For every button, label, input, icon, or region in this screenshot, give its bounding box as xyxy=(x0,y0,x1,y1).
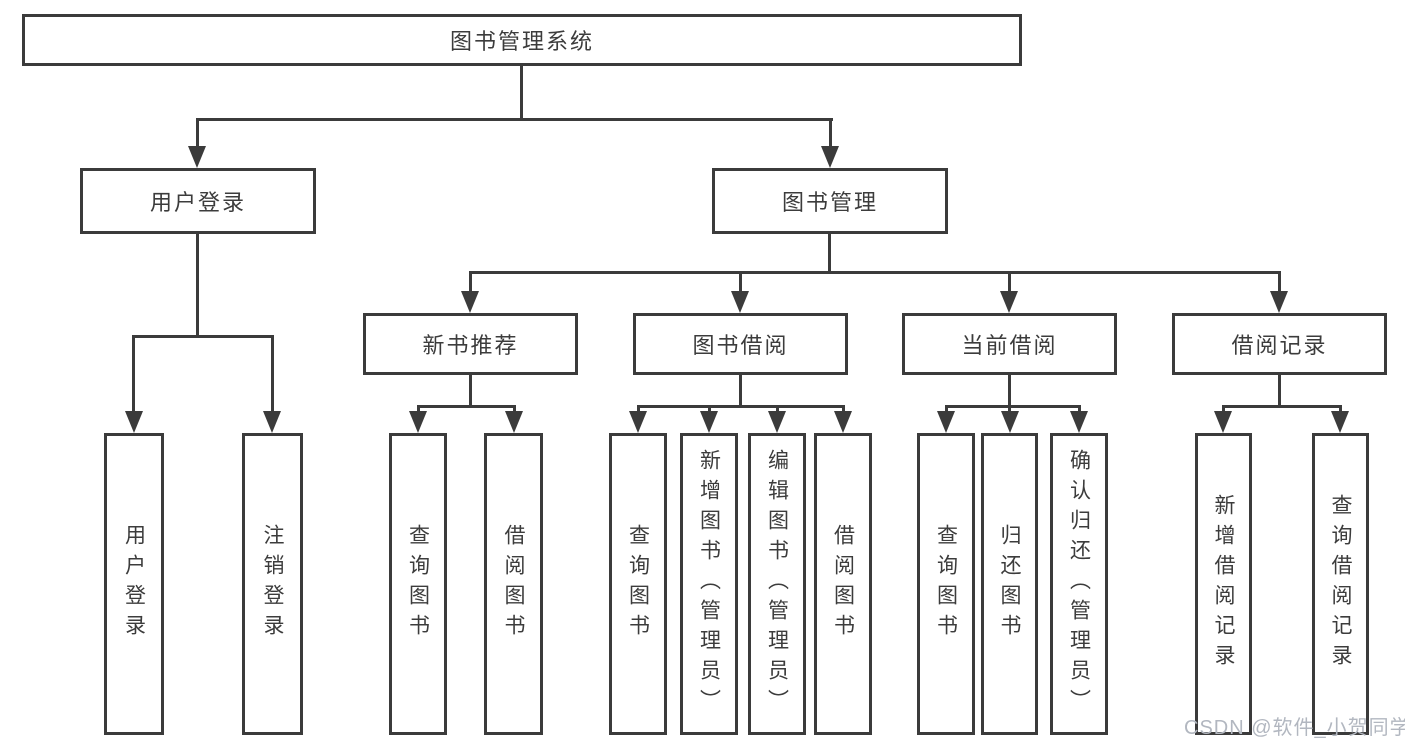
arrow-down-icon xyxy=(731,291,749,313)
node-leaf-logout: 注销登录 xyxy=(242,433,303,735)
connector-to-current-query xyxy=(945,405,948,413)
arrow-down-icon xyxy=(1214,411,1232,433)
connector-to-book-borrow xyxy=(739,271,742,293)
node-leaf-user-login: 用户登录 xyxy=(104,433,164,735)
connector-to-current-confirm xyxy=(1078,405,1081,413)
arrow-down-icon xyxy=(188,146,206,168)
arrow-down-icon xyxy=(1070,411,1088,433)
arrow-down-icon xyxy=(461,291,479,313)
arrow-down-icon xyxy=(834,411,852,433)
connector-user-login-trunk xyxy=(196,232,199,337)
node-records-add-record: 新增借阅记录 xyxy=(1195,433,1252,735)
node-recommend-borrow-books: 借阅图书 xyxy=(484,433,543,735)
connector-to-recommend-borrow xyxy=(513,405,516,413)
connector-records-bar xyxy=(1222,405,1342,408)
arrow-down-icon xyxy=(263,411,281,433)
connector-book-mgmt-bar xyxy=(469,271,1281,274)
arrow-down-icon xyxy=(1270,291,1288,313)
node-current-confirm-return-admin: 确认归还（管理员） xyxy=(1050,433,1108,735)
node-book-management: 图书管理 xyxy=(712,168,948,234)
node-recommend-query-books: 查询图书 xyxy=(389,433,447,735)
connector-to-recommend-query xyxy=(417,405,420,413)
node-borrow-add-books-admin: 新增图书（管理员） xyxy=(680,433,738,735)
connector-current-bar xyxy=(945,405,1080,408)
node-borrow-borrow-books: 借阅图书 xyxy=(814,433,872,735)
connector-borrow-trunk xyxy=(739,373,742,407)
connector-to-leaf-logout xyxy=(271,335,274,413)
node-current-borrow: 当前借阅 xyxy=(902,313,1117,375)
arrow-down-icon xyxy=(1001,411,1019,433)
node-current-query-books: 查询图书 xyxy=(917,433,975,735)
csdn-watermark: CSDN @软件_小贺同学 xyxy=(1184,717,1405,739)
connector-recommend-trunk xyxy=(469,373,472,407)
node-current-return-books: 归还图书 xyxy=(981,433,1038,735)
connector-recommend-bar xyxy=(417,405,515,408)
arrow-down-icon xyxy=(409,411,427,433)
connector-to-records-add xyxy=(1222,405,1225,413)
arrow-down-icon xyxy=(821,146,839,168)
node-borrow-query-books: 查询图书 xyxy=(609,433,667,735)
connector-root-bar xyxy=(196,118,833,121)
connector-to-new-book-recommend xyxy=(469,271,472,293)
arrow-down-icon xyxy=(1000,291,1018,313)
node-records-query-record: 查询借阅记录 xyxy=(1312,433,1369,735)
connector-user-login-bar xyxy=(132,335,274,338)
connector-to-borrow-query xyxy=(637,405,640,413)
node-new-book-recommend: 新书推荐 xyxy=(363,313,578,375)
connector-borrow-bar xyxy=(637,405,845,408)
connector-to-borrow-records xyxy=(1278,271,1281,293)
node-system-root: 图书管理系统 xyxy=(22,14,1022,66)
connector-to-current-return xyxy=(1008,405,1011,413)
connector-records-trunk xyxy=(1278,373,1281,407)
arrow-down-icon xyxy=(937,411,955,433)
arrow-down-icon xyxy=(1331,411,1349,433)
arrow-down-icon xyxy=(125,411,143,433)
arrow-down-icon xyxy=(505,411,523,433)
connector-to-current-borrow xyxy=(1008,271,1011,293)
connector-to-records-query xyxy=(1339,405,1342,413)
connector-to-leaf-user-login xyxy=(132,335,135,413)
connector-to-borrow-edit xyxy=(776,405,779,413)
arrow-down-icon xyxy=(629,411,647,433)
arrow-down-icon xyxy=(700,411,718,433)
connector-to-borrow-borrow xyxy=(842,405,845,413)
connector-to-user-login xyxy=(196,118,199,150)
node-book-borrow: 图书借阅 xyxy=(633,313,848,375)
connector-to-book-management xyxy=(829,118,832,150)
connector-current-trunk xyxy=(1008,373,1011,407)
connector-root-trunk xyxy=(520,64,523,120)
arrow-down-icon xyxy=(768,411,786,433)
node-borrow-records: 借阅记录 xyxy=(1172,313,1387,375)
node-borrow-edit-books-admin: 编辑图书（管理员） xyxy=(748,433,806,735)
connector-to-borrow-add xyxy=(708,405,711,413)
node-user-login: 用户登录 xyxy=(80,168,316,234)
connector-book-mgmt-trunk xyxy=(828,232,831,273)
